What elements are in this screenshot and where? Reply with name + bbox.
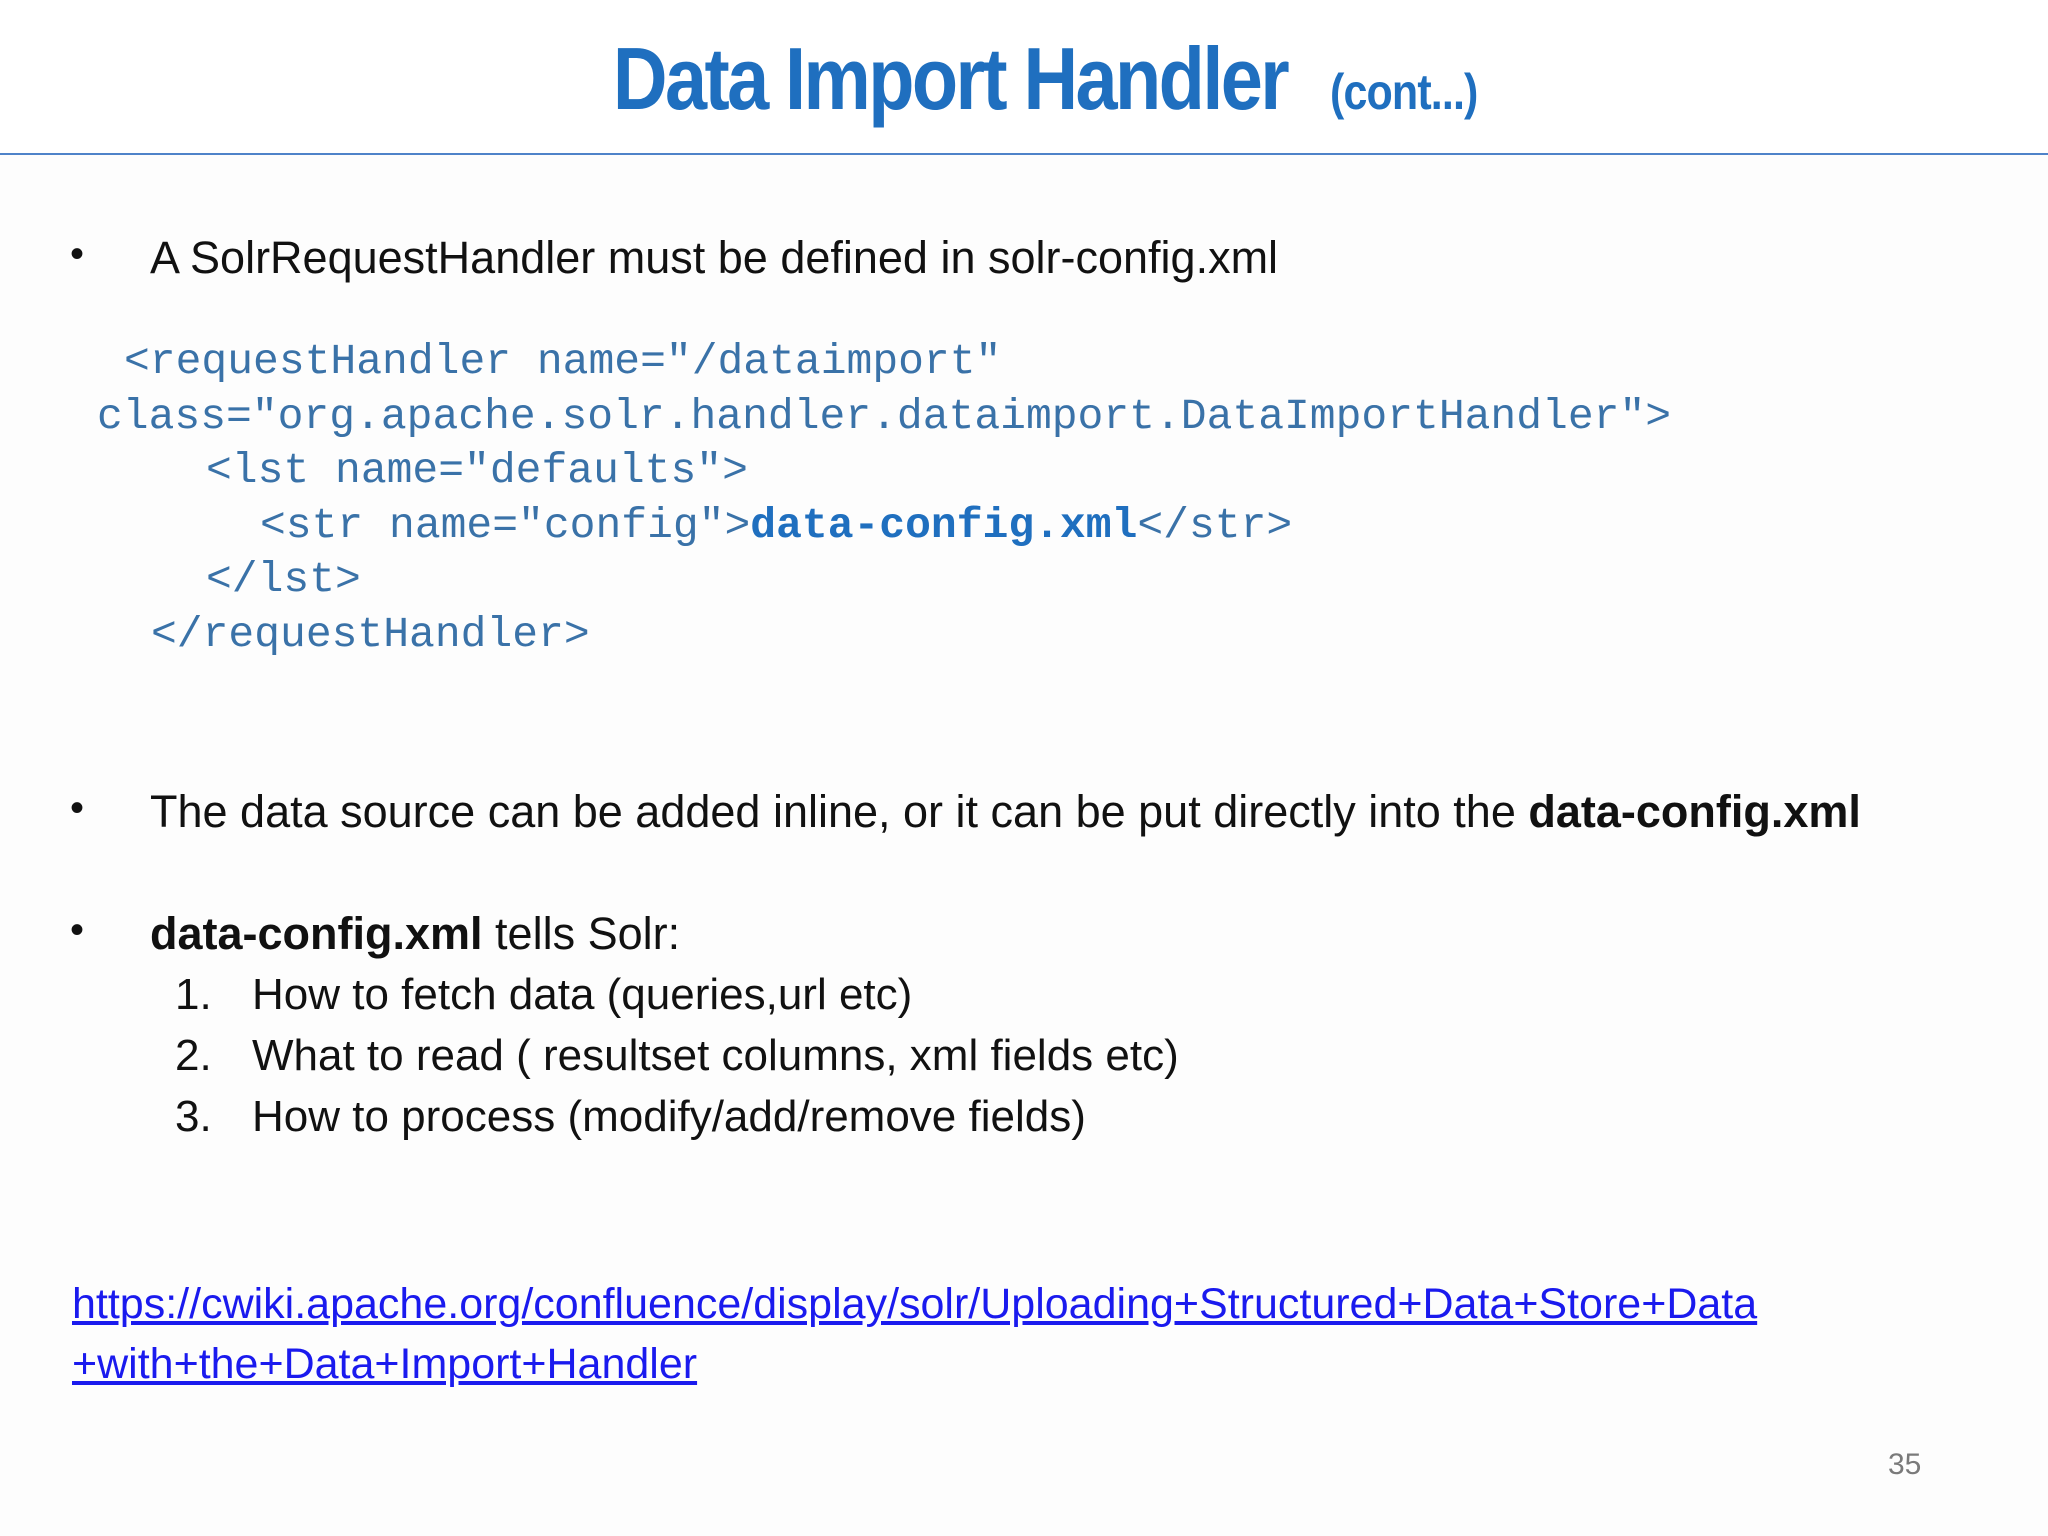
reference-link-line-1[interactable]: https://cwiki.apache.org/confluence/disp… <box>72 1280 1758 1328</box>
code-line-4-post: </str> <box>1137 501 1293 550</box>
code-line-4: <str name="config">data-config.xml</str> <box>260 499 1292 553</box>
code-line-2: class="org.apache.solr.handler.dataimpor… <box>97 392 1672 441</box>
code-line-5: </lst> <box>206 555 361 604</box>
bullet-3-text-plain: tells Solr: <box>482 908 681 959</box>
code-line-1: <requestHandler name="/dataimport" <box>124 337 1002 386</box>
bullet-marker: • <box>70 908 85 952</box>
bullet-marker: • <box>70 232 85 276</box>
code-line-6: </requestHandler> <box>151 610 590 659</box>
list-item-text: How to process (modify/add/remove fields… <box>252 1092 1086 1141</box>
title-bar: Data Import Handler (cont...) <box>0 0 2048 153</box>
bullet-2-text-bold: data-config.xml <box>1528 786 1861 837</box>
list-item-number: 3. <box>175 1092 212 1141</box>
title-divider <box>0 153 2048 155</box>
reference-link[interactable]: https://cwiki.apache.org/confluence/disp… <box>72 1274 1757 1394</box>
bullet-1-text: A SolrRequestHandler must be defined in … <box>150 232 1279 283</box>
bullet-marker: • <box>70 786 85 830</box>
bullet-2-text-plain: The data source can be added inline, or … <box>150 786 1529 837</box>
bullet-3-text-bold: data-config.xml <box>150 908 483 959</box>
page-number: 35 <box>1888 1448 1922 1481</box>
title-main: Data Import Handler <box>612 29 1290 128</box>
bullet-3-text: data-config.xml tells Solr: <box>150 908 680 960</box>
list-item-number: 1. <box>175 970 212 1019</box>
slide-title: Data Import Handler (cont...) <box>0 28 2048 130</box>
title-sub: (cont...) <box>1330 64 1478 120</box>
reference-link-line-2[interactable]: +with+the+Data+Import+Handler <box>72 1340 698 1388</box>
bullet-2-text: The data source can be added inline, or … <box>150 786 1861 838</box>
code-highlight: data-config.xml <box>750 501 1138 550</box>
list-item-text: What to read ( resultset columns, xml fi… <box>252 1031 1179 1080</box>
code-line-4-pre: <str name="config"> <box>260 501 751 550</box>
list-item-text: How to fetch data (queries,url etc) <box>252 970 913 1019</box>
list-item-number: 2. <box>175 1031 212 1080</box>
code-line-3: <lst name="defaults"> <box>206 446 748 495</box>
